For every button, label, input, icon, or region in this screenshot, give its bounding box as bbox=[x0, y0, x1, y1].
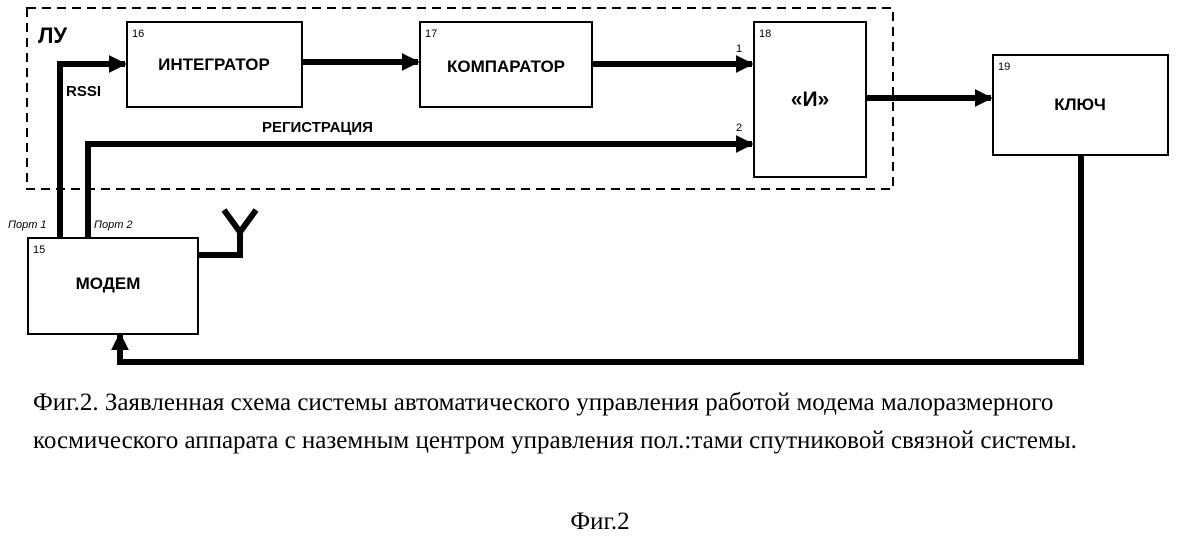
wire-registration-to-and bbox=[85, 135, 754, 245]
key-number: 19 bbox=[998, 61, 1010, 73]
comparator-number: 17 bbox=[425, 28, 437, 40]
key-label: КЛЮЧ bbox=[1054, 95, 1106, 114]
registration-label: РЕГИСТРАЦИЯ bbox=[262, 119, 373, 136]
wire-modem-to-antenna bbox=[198, 232, 243, 258]
integrator-number: 16 bbox=[132, 28, 144, 40]
block-diagram: ЛУ 16 ИНТЕГРАТОР 17 КОМПАРАТОР 18 «И» 1 … bbox=[8, 7, 1169, 365]
figure-caption: Фиг.2. Заявленная схема системы автомати… bbox=[33, 389, 1077, 454]
control-unit-boundary bbox=[26, 7, 894, 190]
wire-rssi-to-integrator bbox=[57, 55, 127, 245]
modem-label: МОДЕМ bbox=[76, 274, 141, 293]
and-gate-number: 18 bbox=[759, 28, 771, 40]
comparator-label: КОМПАРАТОР bbox=[447, 57, 565, 76]
antenna-icon bbox=[221, 208, 259, 238]
port-1-label: Порт 1 bbox=[8, 219, 47, 231]
and-gate-block bbox=[753, 21, 867, 178]
modem-number: 15 bbox=[33, 244, 45, 256]
and-gate-label: «И» bbox=[791, 88, 829, 111]
rssi-label: RSSI bbox=[66, 83, 101, 100]
key-block bbox=[992, 54, 1169, 156]
integrator-label: ИНТЕГРАТОР bbox=[158, 55, 270, 74]
port-2-label: Порт 2 bbox=[94, 219, 133, 231]
integrator-block bbox=[126, 21, 303, 108]
modem-block bbox=[27, 237, 199, 335]
and-input-1-label: 1 bbox=[736, 43, 742, 55]
and-input-2-label: 2 bbox=[736, 122, 742, 134]
comparator-block bbox=[419, 21, 593, 108]
control-unit-label: ЛУ bbox=[38, 23, 67, 48]
figure-label: Фиг.2 bbox=[570, 508, 630, 535]
wire-key-feedback-to-modem bbox=[111, 155, 1084, 365]
